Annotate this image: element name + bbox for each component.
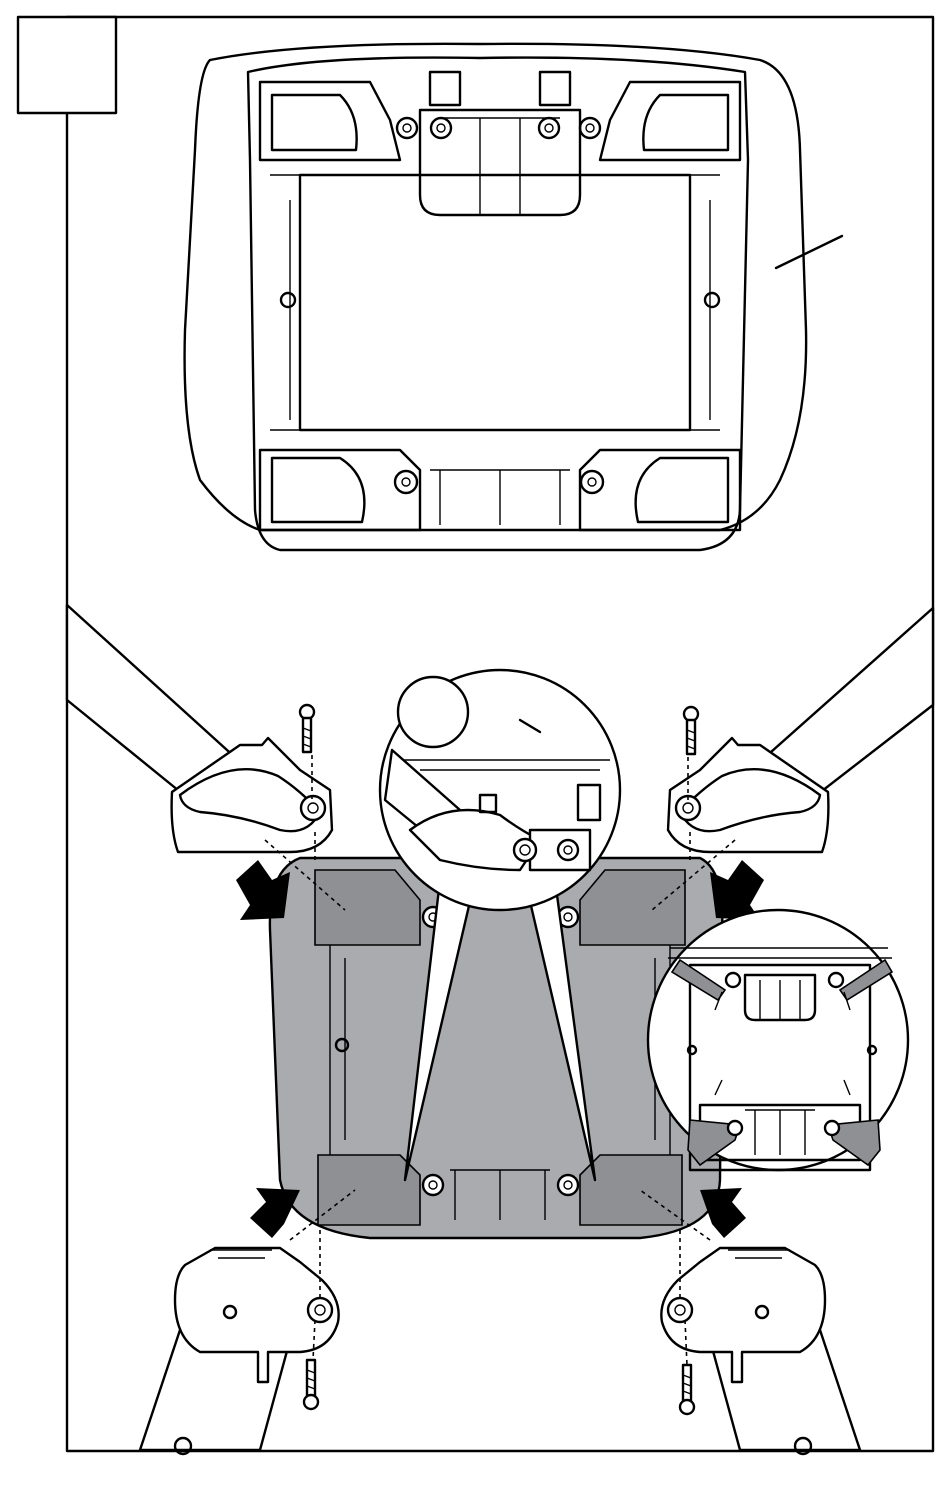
screw-icon — [684, 707, 698, 754]
seat-underside-top-view — [185, 44, 842, 550]
leg-bracket-lower-left — [140, 1248, 339, 1454]
screw-icon — [300, 705, 314, 752]
callout-badge — [398, 677, 468, 747]
arrow-icon — [250, 1188, 300, 1238]
magnifier-callout-right — [648, 910, 908, 1170]
step-number-box — [18, 17, 116, 113]
leg-assembly-view — [67, 605, 933, 1454]
leg-bracket-lower-right — [661, 1248, 860, 1454]
screw-icon — [304, 1360, 318, 1409]
arrow-icon — [236, 860, 290, 920]
callout-leader-line — [776, 236, 842, 268]
screw-icon — [680, 1365, 694, 1414]
